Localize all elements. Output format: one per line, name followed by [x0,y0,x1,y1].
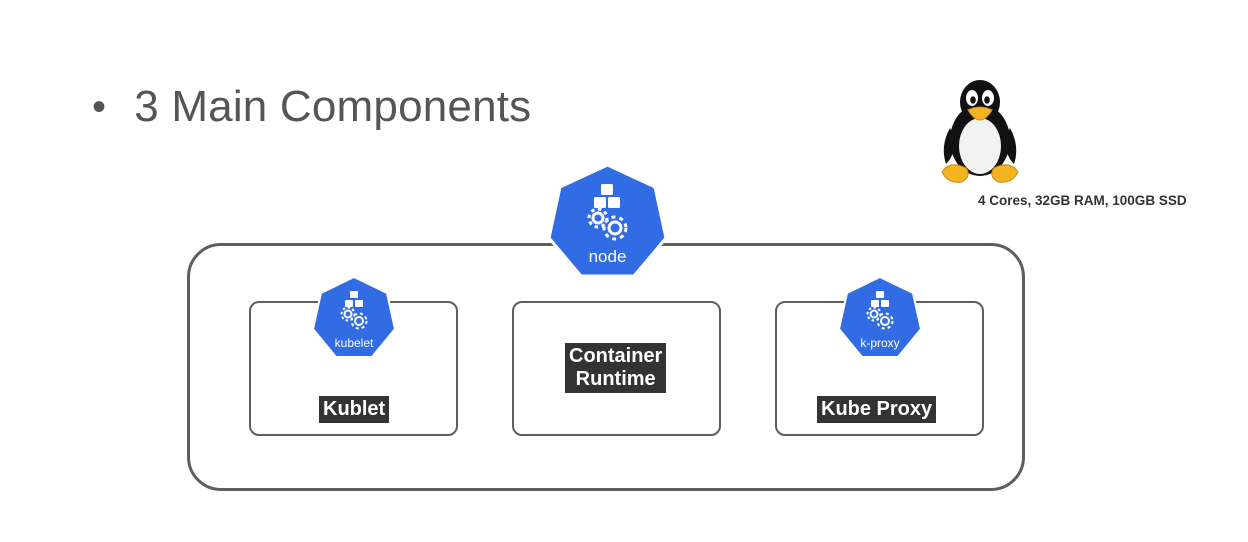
gear-icon [340,306,368,330]
kubelet-badge-icon: kubelet [312,276,396,358]
kube-proxy-badge-label: k-proxy [860,336,899,350]
machine-specs: 4 Cores, 32GB RAM, 100GB SSD [978,193,1187,208]
kubelet-badge-label: kubelet [335,336,374,350]
cubes-icon [594,184,620,208]
slide-heading: • 3 Main Components [92,82,531,132]
heading-text: 3 Main Components [134,82,532,131]
kube-proxy-label: Kube Proxy [817,396,937,423]
kube-proxy-badge-icon: k-proxy [838,276,922,358]
gear-icon [587,207,628,241]
bullet-marker: • [92,84,107,129]
linux-tux-icon [941,80,1019,183]
container-runtime-label: Container Runtime [565,343,667,393]
kubelet-label: Kublet [319,396,390,423]
node-badge-icon: node [547,163,668,278]
container-runtime-label-line1: Container [569,345,663,367]
cubes-icon [345,291,363,307]
cubes-icon [871,291,889,307]
gear-icon [866,306,894,330]
node-badge-label: node [589,247,627,266]
container-runtime-label-line2: Runtime [575,368,656,390]
